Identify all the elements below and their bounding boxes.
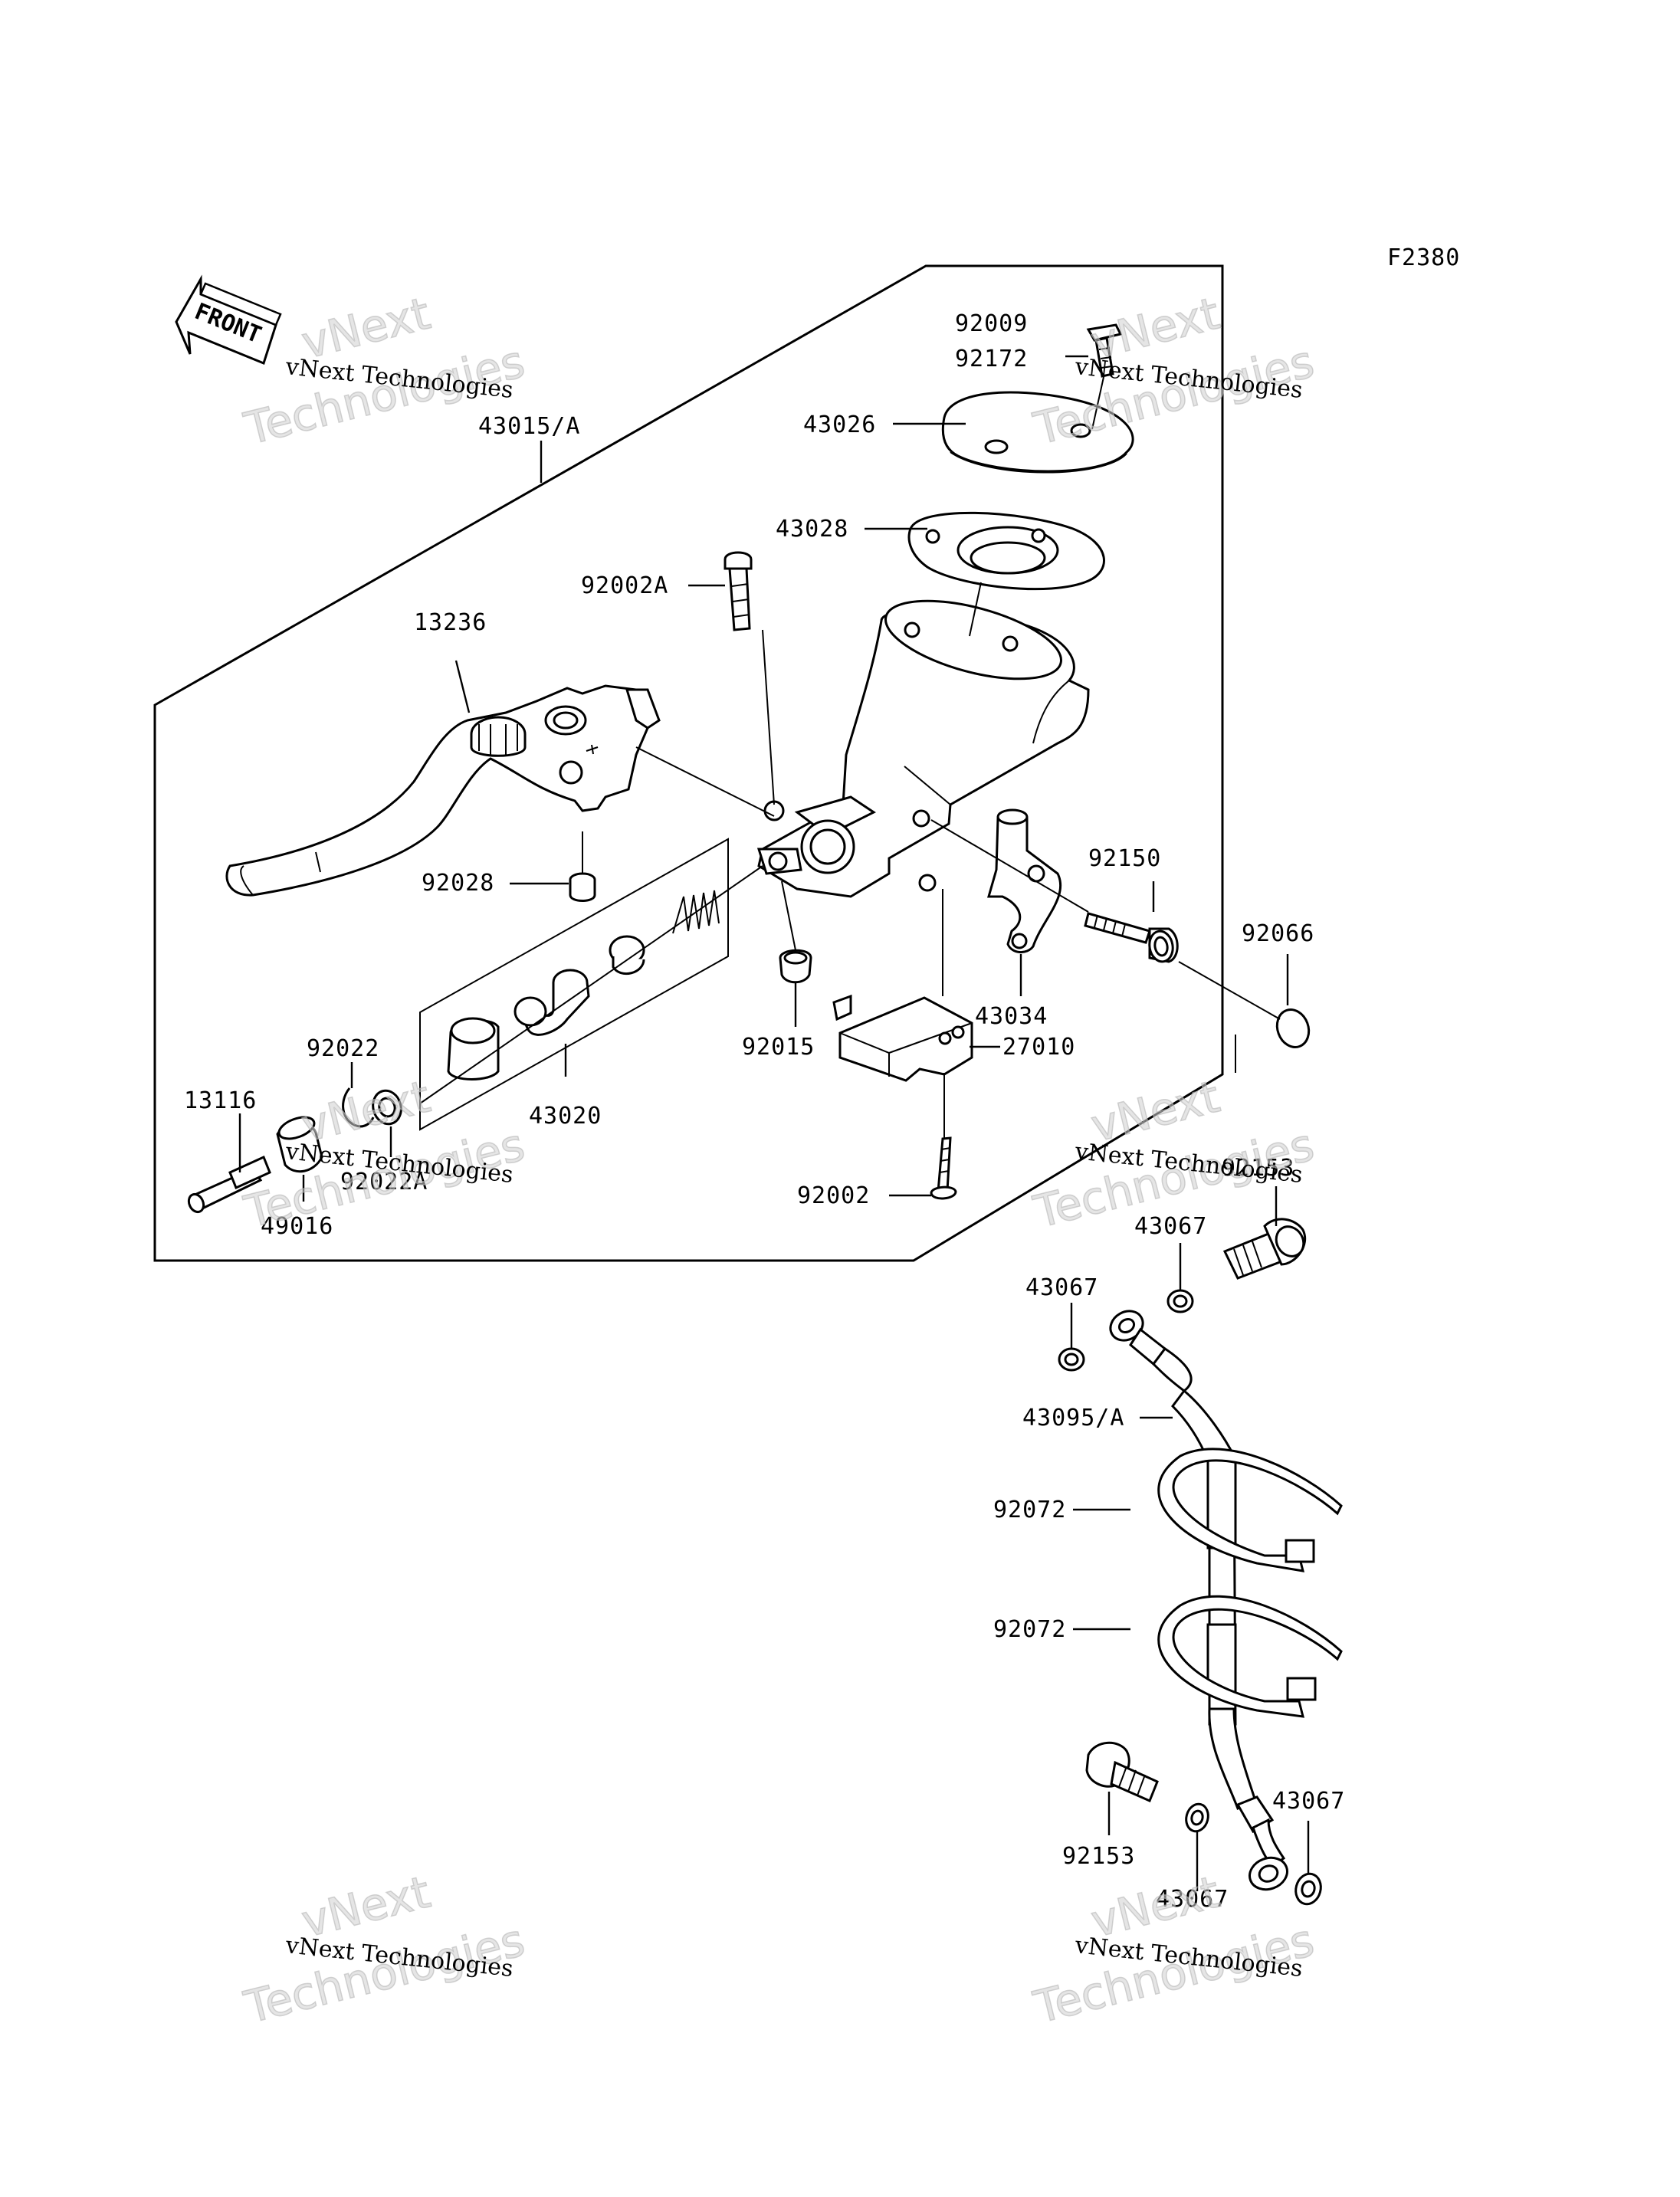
watermark-mid-left: vNext Technologies vNext Technologies [238, 1070, 530, 1239]
part-label-92002: 92002 [797, 1182, 870, 1209]
part-label-43067-d: 43067 [1272, 1788, 1345, 1815]
part-label-43028: 43028 [776, 516, 848, 543]
reservoir-cap-part [941, 391, 1134, 474]
washer-part [372, 1089, 402, 1126]
washer-43067-a-part [1166, 1289, 1194, 1313]
watermark-vnext: vNext [297, 1071, 435, 1153]
banjo-bolt-lower-part [1085, 1741, 1159, 1802]
part-label-92022A: 92022A [340, 1169, 428, 1195]
part-label-92072-upper: 92072 [993, 1497, 1066, 1523]
washer-43067-b-part [1058, 1347, 1085, 1372]
part-label-92028: 92028 [422, 870, 494, 897]
watermark-bottom-left: vNext Technologies vNext Technologies [238, 1865, 530, 2035]
handlebar-clamp-part [987, 808, 1062, 953]
part-label-92009: 92009 [955, 310, 1028, 337]
part-label-43067-c: 43067 [1156, 1886, 1229, 1913]
part-label-43026: 43026 [803, 412, 876, 438]
washer-43067-c-part [1185, 1802, 1209, 1833]
lever-spacer-part [569, 872, 596, 902]
brake-switch-part [832, 994, 973, 1082]
watermark-bottom-right: vNext Technologies vNext Technologies [1028, 1865, 1319, 2035]
part-label-92172: 92172 [955, 346, 1028, 372]
watermark-vnext: vNext [1086, 1071, 1225, 1153]
push-rod-part [187, 1155, 271, 1214]
brake-lever-part [225, 684, 661, 897]
part-label-92015: 92015 [742, 1034, 815, 1061]
master-cylinder-body-part [756, 599, 1090, 898]
hose-tie-upper-part [1157, 1448, 1343, 1572]
figure-code: F2380 [1387, 244, 1460, 271]
part-label-92072-lower: 92072 [993, 1616, 1066, 1643]
part-label-43095A: 43095/A [1022, 1405, 1124, 1431]
banjo-bolt-upper-part [1222, 1218, 1307, 1280]
front-arrow-icon: FRONT [175, 274, 282, 366]
cap-screw-part [1086, 323, 1123, 378]
part-label-92066: 92066 [1242, 920, 1314, 947]
part-labels: 43015/A 92009 92172 43026 43028 92002A 1… [184, 310, 1345, 1913]
part-label-92153-lower: 92153 [1062, 1843, 1135, 1870]
washer-43067-d-part [1294, 1872, 1322, 1906]
hose-tie-lower-part [1157, 1595, 1343, 1718]
brake-hose-part [1109, 1310, 1288, 1891]
part-label-92022: 92022 [307, 1035, 379, 1062]
part-label-43015A: 43015/A [478, 413, 580, 440]
part-label-43067-b: 43067 [1025, 1274, 1098, 1301]
part-label-27010: 27010 [1002, 1034, 1075, 1061]
part-label-43020: 43020 [529, 1103, 602, 1130]
leader-lines [238, 355, 1310, 1891]
part-label-92150: 92150 [1088, 845, 1161, 872]
diaphragm-part [907, 511, 1105, 591]
boot-part [276, 1116, 323, 1173]
part-label-13116: 13116 [184, 1087, 257, 1114]
part-label-49016: 49016 [261, 1213, 333, 1240]
assembly-outline [153, 264, 1224, 1262]
switch-screw-part [930, 1136, 957, 1200]
pivot-bolt-part [724, 551, 753, 631]
part-label-92153-upper: 92153 [1222, 1155, 1294, 1182]
part-label-13236: 13236 [414, 609, 487, 636]
circlip-part [342, 1087, 375, 1128]
part-label-92002A: 92002A [581, 572, 668, 599]
cap-part [1275, 1008, 1311, 1048]
part-label-43034: 43034 [975, 1003, 1048, 1030]
watermark-top-right: vNext Technologies vNext Technologies [1028, 287, 1319, 456]
part-label-43067-a: 43067 [1134, 1213, 1207, 1240]
nut-part [779, 949, 812, 984]
clamp-bolt-part [1084, 912, 1179, 963]
